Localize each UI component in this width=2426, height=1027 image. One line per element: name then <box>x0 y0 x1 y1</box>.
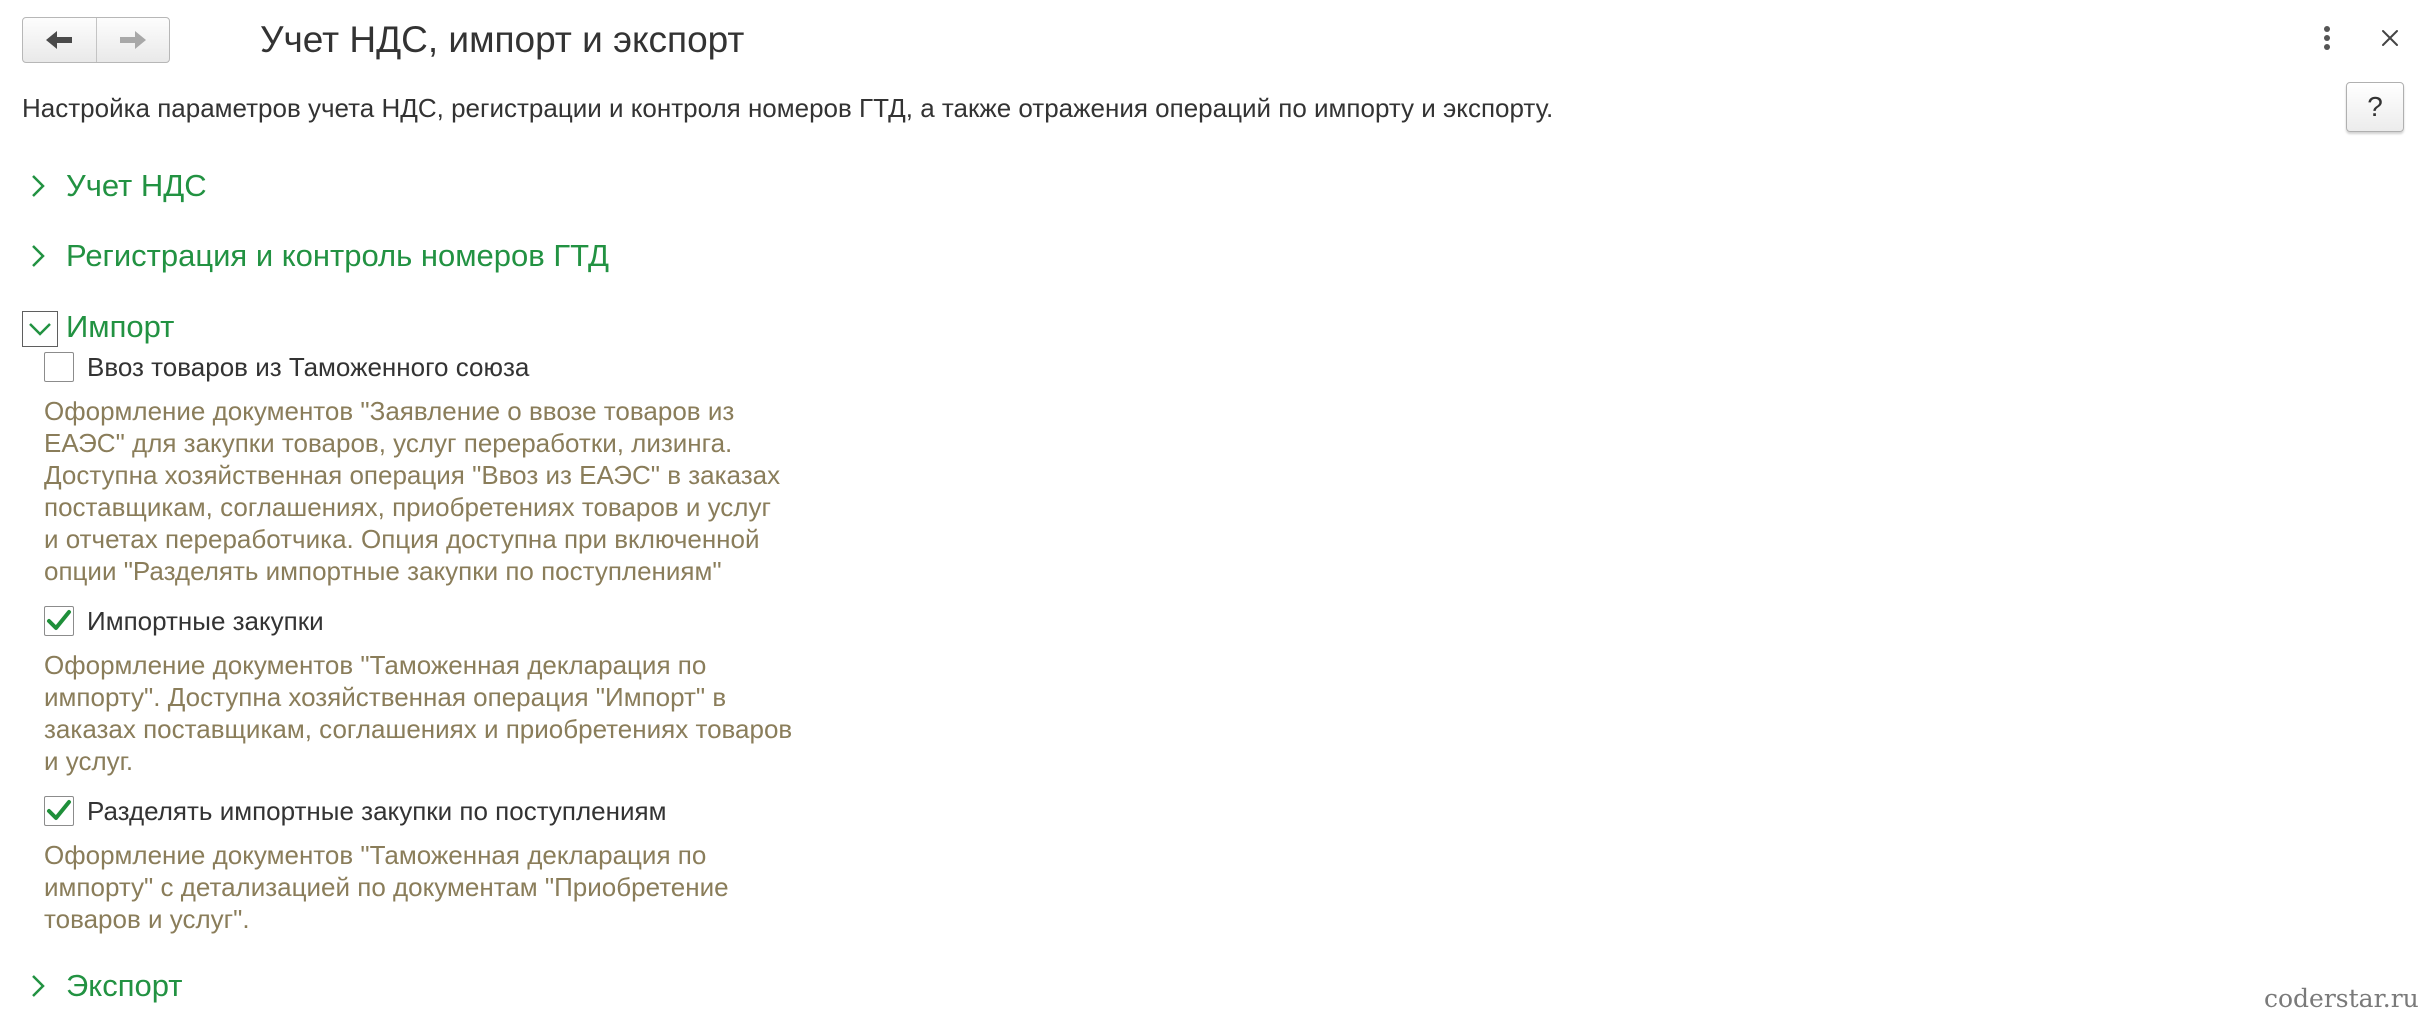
option-import-purchases-checkbox[interactable] <box>44 606 74 636</box>
chevron-right-icon <box>26 166 50 206</box>
hint-line: Оформление документов "Заявление о ввозе… <box>44 396 735 426</box>
forward-button[interactable] <box>95 18 170 62</box>
option-import-purchases-hint: Оформление документов "Таможенная деклар… <box>44 649 792 777</box>
hint-line: поставщикам, соглашениях, приобретениях … <box>44 492 771 522</box>
hint-line: заказах поставщикам, соглашениях и приоб… <box>44 714 793 744</box>
back-button[interactable] <box>23 18 96 62</box>
option-eaeu-import-checkbox[interactable] <box>44 352 74 382</box>
option-split-by-receipts-hint: Оформление документов "Таможенная деклар… <box>44 839 729 935</box>
more-vertical-icon <box>2324 26 2330 50</box>
chevron-right-icon <box>26 966 50 1006</box>
section-vat-label: Учет НДС <box>66 168 207 203</box>
hint-line: Доступна хозяйственная операция "Ввоз из… <box>44 460 781 490</box>
hint-line: импорту". Доступна хозяйственная операци… <box>44 682 727 712</box>
hint-line: Оформление документов "Таможенная деклар… <box>44 840 707 870</box>
close-icon <box>2382 30 2398 46</box>
hint-line: импорту" с детализацией по документам "П… <box>44 872 729 902</box>
section-gtd[interactable]: Регистрация и контроль номеров ГТД <box>26 236 609 276</box>
section-import-toggle[interactable] <box>22 311 58 347</box>
checkmark-icon <box>47 800 71 820</box>
hint-line: Оформление документов "Таможенная деклар… <box>44 650 707 680</box>
watermark: coderstar.ru <box>2264 984 2419 1013</box>
option-import-purchases-label[interactable]: Импортные закупки <box>87 606 324 636</box>
option-split-by-receipts-label[interactable]: Разделять импортные закупки по поступлен… <box>87 796 667 826</box>
section-import-label[interactable]: Импорт <box>66 309 175 344</box>
form-description: Настройка параметров учета НДС, регистра… <box>22 93 1554 123</box>
window-title: Учет НДС, импорт и экспорт <box>260 19 745 60</box>
checkmark-icon <box>47 610 71 630</box>
hint-line: и услуг. <box>44 746 134 776</box>
hint-line: опции "Разделять импортные закупки по по… <box>44 556 722 586</box>
option-split-by-receipts-checkbox[interactable] <box>44 796 74 826</box>
hint-line: и отчетах переработчика. Опция доступна … <box>44 524 760 554</box>
option-eaeu-import-hint: Оформление документов "Заявление о ввозе… <box>44 395 780 587</box>
section-export-label: Экспорт <box>66 968 183 1003</box>
hint-line: ЕАЭС" для закупки товаров, услуг перераб… <box>44 428 733 458</box>
chevron-right-icon <box>26 236 50 276</box>
section-export[interactable]: Экспорт <box>26 966 182 1006</box>
arrow-right-icon <box>119 31 146 49</box>
hint-line: товаров и услуг". <box>44 904 250 934</box>
arrow-left-icon <box>46 31 73 49</box>
section-gtd-label: Регистрация и контроль номеров ГТД <box>66 238 610 273</box>
option-eaeu-import-label[interactable]: Ввоз товаров из Таможенного союза <box>87 352 530 382</box>
more-menu-button[interactable] <box>2314 18 2340 58</box>
section-vat[interactable]: Учет НДС <box>26 166 207 206</box>
close-button[interactable] <box>2372 18 2408 58</box>
help-button[interactable]: ? <box>2346 82 2404 132</box>
chevron-down-icon <box>29 323 51 336</box>
history-nav <box>22 17 170 63</box>
